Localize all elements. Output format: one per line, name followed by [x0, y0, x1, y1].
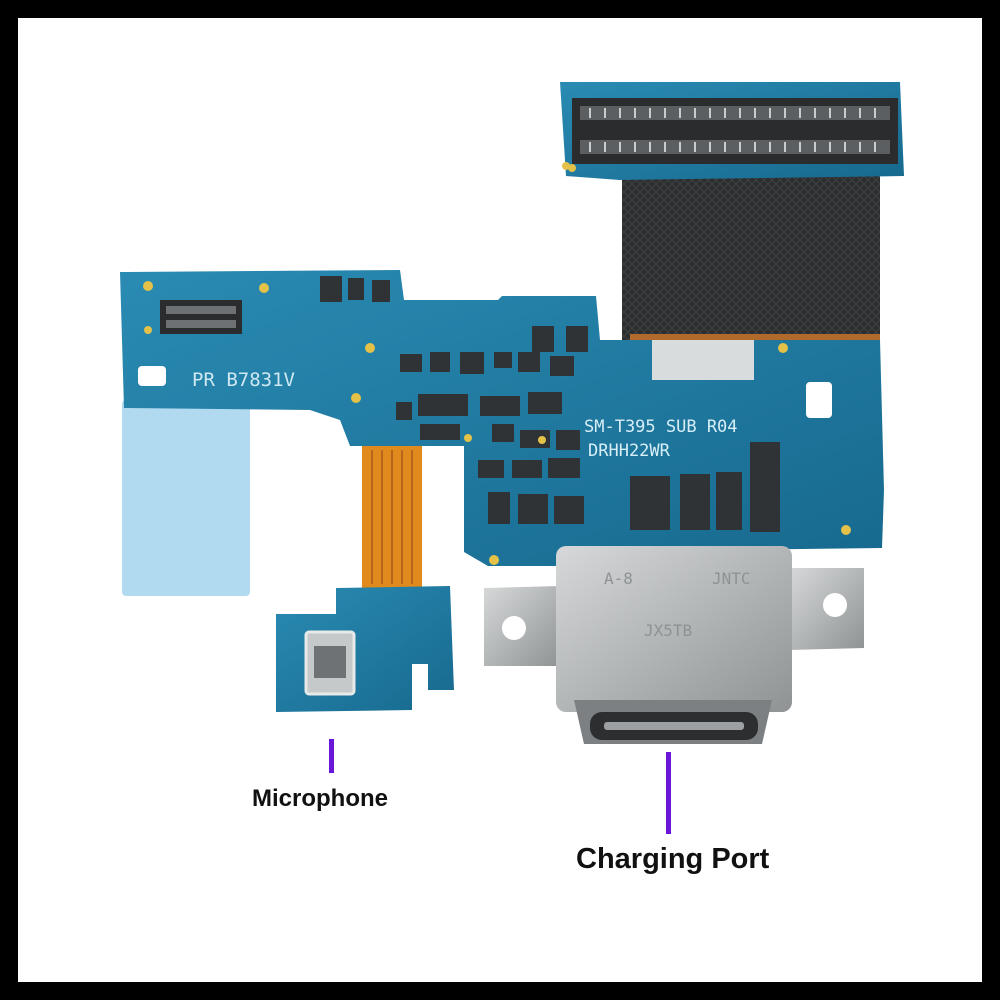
microphone-label: Microphone — [252, 785, 388, 812]
board-to-board-connector — [560, 82, 904, 180]
charging-port-pointer-line — [666, 752, 671, 834]
surface-mount-components — [320, 276, 780, 532]
part-number-marking: PR B7831V — [192, 369, 295, 391]
usb-c-charging-port — [556, 546, 792, 712]
microphone-pointer-line — [329, 739, 334, 773]
microphone-board — [276, 586, 454, 712]
charging-port-label: Charging Port — [576, 843, 770, 875]
port-marking-left: A-8 — [604, 569, 633, 588]
mounting-hole — [138, 366, 166, 386]
model-marking: SM-T395 SUB R04 — [584, 417, 738, 437]
port-marking-right: JNTC — [712, 569, 751, 588]
protective-film — [122, 400, 250, 596]
small-connector — [160, 300, 242, 334]
code-marking: DRHH22WR — [588, 441, 671, 461]
solder-pads — [143, 162, 851, 565]
port-marking-bottom: JX5TB — [644, 621, 692, 640]
mounting-hole — [806, 382, 832, 418]
black-flex-cable — [622, 176, 880, 346]
